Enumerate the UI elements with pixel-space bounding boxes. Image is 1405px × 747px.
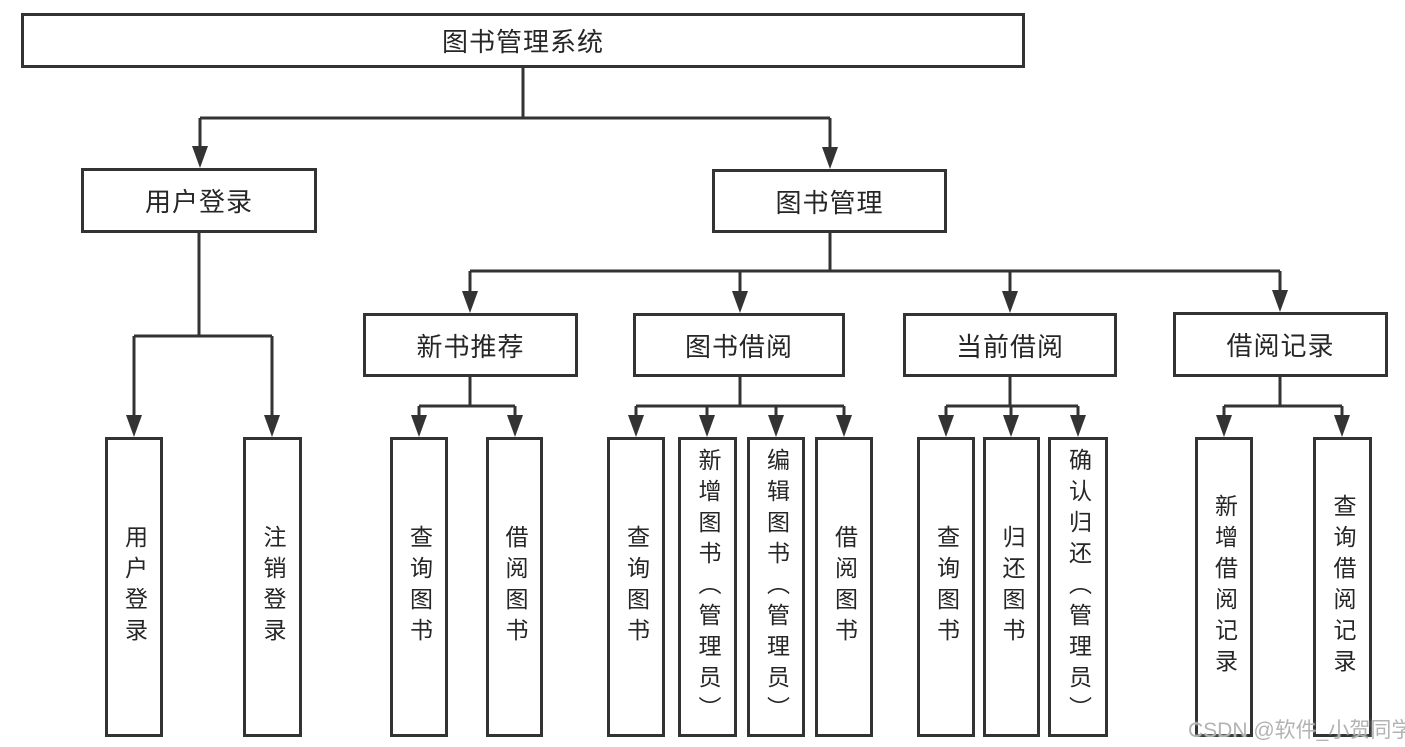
node-label: 图书管理系统	[441, 27, 604, 57]
node-label: 借阅图书	[502, 525, 528, 649]
node-label: 注销登录	[260, 525, 286, 649]
node-label: 新增借阅记录	[1211, 494, 1238, 680]
leaf-borrow-books-recommend: 借阅图书	[486, 437, 543, 737]
node-label: 编辑图书（管理员）	[763, 447, 790, 727]
node-label: 用户登录	[144, 187, 253, 217]
node-user-login: 用户登录	[81, 168, 317, 233]
node-book-borrow: 图书借阅	[633, 313, 845, 377]
node-label: 当前借阅	[955, 331, 1064, 362]
node-label: 借阅记录	[1226, 331, 1335, 361]
leaf-user-login: 用户登录	[105, 437, 163, 737]
node-label: 查询图书	[933, 525, 960, 649]
leaf-query-borrow-record: 查询借阅记录	[1313, 437, 1372, 737]
node-label: 查询借阅记录	[1330, 494, 1356, 680]
node-label: 图书管理	[775, 187, 884, 218]
leaf-add-borrow-record: 新增借阅记录	[1195, 437, 1253, 737]
edge-lines	[132, 68, 1344, 417]
leaf-return-books: 归还图书	[983, 437, 1040, 737]
csdn-watermark: CSDN @软件_小贺同学	[1188, 719, 1405, 742]
node-current-borrow: 当前借阅	[903, 313, 1117, 377]
leaf-query-books-borrow: 查询图书	[607, 437, 665, 737]
node-label: 图书借阅	[684, 331, 793, 362]
leaf-add-books-admin: 新增图书（管理员）	[678, 437, 737, 737]
node-label: 新增图书（管理员）	[695, 447, 721, 727]
node-borrow-records: 借阅记录	[1173, 312, 1388, 377]
node-label: 查询图书	[623, 525, 650, 649]
node-label: 借阅图书	[831, 525, 858, 649]
leaf-edit-books-admin: 编辑图书（管理员）	[747, 437, 805, 737]
leaf-borrow-books: 借阅图书	[815, 437, 873, 737]
node-library-management-system: 图书管理系统	[21, 13, 1025, 68]
node-book-management: 图书管理	[712, 169, 947, 233]
node-label: 新书推荐	[416, 331, 525, 362]
node-label: 用户登录	[121, 525, 148, 649]
leaf-confirm-return-admin: 确认归还（管理员）	[1048, 437, 1108, 737]
node-label: 查询图书	[406, 525, 433, 649]
leaf-query-books-current: 查询图书	[917, 437, 975, 737]
leaf-query-books-recommend: 查询图书	[390, 437, 448, 737]
edge-arrowheads	[126, 146, 1350, 437]
leaf-logout: 注销登录	[243, 437, 302, 737]
node-label: 归还图书	[999, 525, 1025, 649]
node-new-book-recommend: 新书推荐	[363, 313, 578, 377]
node-label: 确认归还（管理员）	[1065, 447, 1092, 727]
